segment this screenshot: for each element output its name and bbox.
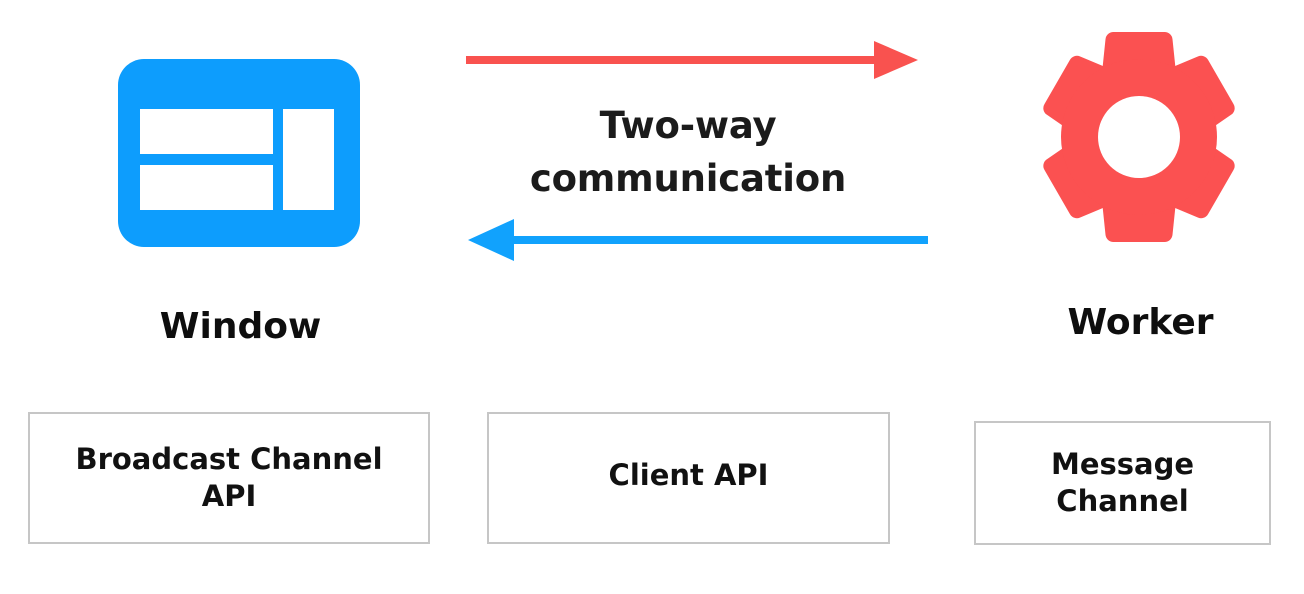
api-box-message-channel: Message Channel [974,421,1271,545]
browser-window-icon [118,59,360,247]
window-pane-right [283,109,334,210]
gear-icon [1036,26,1242,248]
api-box-message-channel-line-1: Message [1050,446,1195,481]
caption-line-1: Two-way [599,104,777,147]
caption-line-2: communication [529,156,847,200]
api-box-broadcast-channel: Broadcast Channel API [28,412,430,544]
node-label-worker: Worker [1067,302,1214,343]
api-box-client-api: Client API [487,412,890,544]
arrow-worker-to-window [462,216,932,264]
api-box-message-channel-label: Message Channel [976,446,1269,520]
api-box-message-channel-line-2: Channel [1056,484,1189,518]
node-label-window: Window [159,306,322,347]
window-pane-top-left [140,109,273,154]
api-box-client-api-label: Client API [608,458,769,492]
api-box-broadcast-channel-label: Broadcast Channel API [30,441,428,515]
arrow-window-to-worker [462,38,922,84]
api-box-broadcast-channel-line-2: API [201,479,257,513]
api-box-broadcast-channel-line-1: Broadcast Channel [75,441,383,476]
two-way-communication-caption: Two-way communication [452,100,924,205]
window-pane-bottom-left [140,165,273,210]
